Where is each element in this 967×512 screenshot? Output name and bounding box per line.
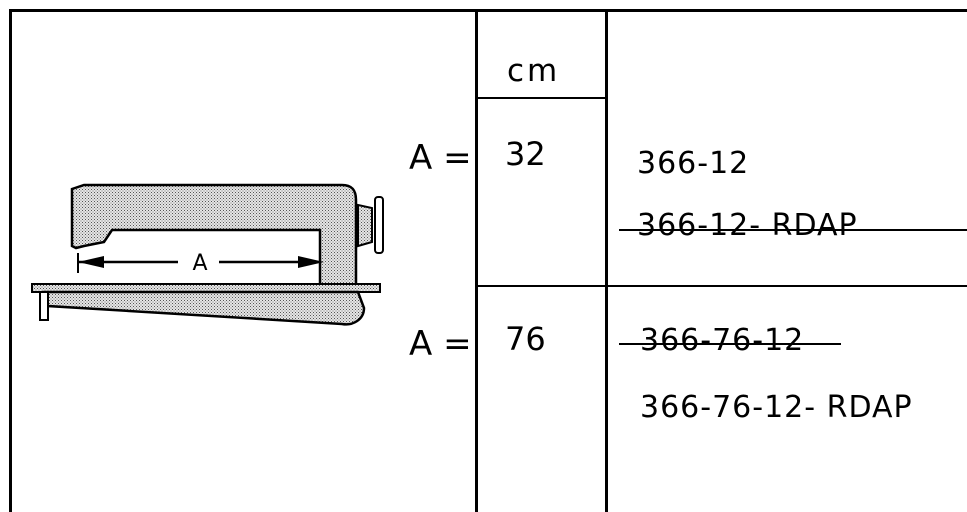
table-border-top xyxy=(9,9,967,12)
row-1-model-2: 366-12- RDAP xyxy=(637,208,858,243)
row-divider xyxy=(475,285,967,287)
dimension-label: A xyxy=(192,251,207,276)
unit-header: cm xyxy=(507,53,561,89)
row-1-model-1: 366-12 xyxy=(637,146,750,181)
row-2-model-1: 366-76-12 xyxy=(640,323,805,358)
row-2-model-2: 366-76-12- RDAP xyxy=(640,390,913,425)
column-divider-2 xyxy=(605,9,608,512)
header-row-divider xyxy=(475,97,607,99)
table-border-left xyxy=(9,9,12,512)
row-1-value: 32 xyxy=(505,135,546,173)
strikethrough-line xyxy=(619,343,841,345)
row-2-value: 76 xyxy=(505,320,546,358)
row-1-label: A = xyxy=(409,138,472,178)
row-2-label: A = xyxy=(409,324,472,364)
strikethrough-line xyxy=(619,229,967,231)
sewing-machine-illustration: A xyxy=(31,183,384,326)
column-divider-1 xyxy=(475,9,478,512)
